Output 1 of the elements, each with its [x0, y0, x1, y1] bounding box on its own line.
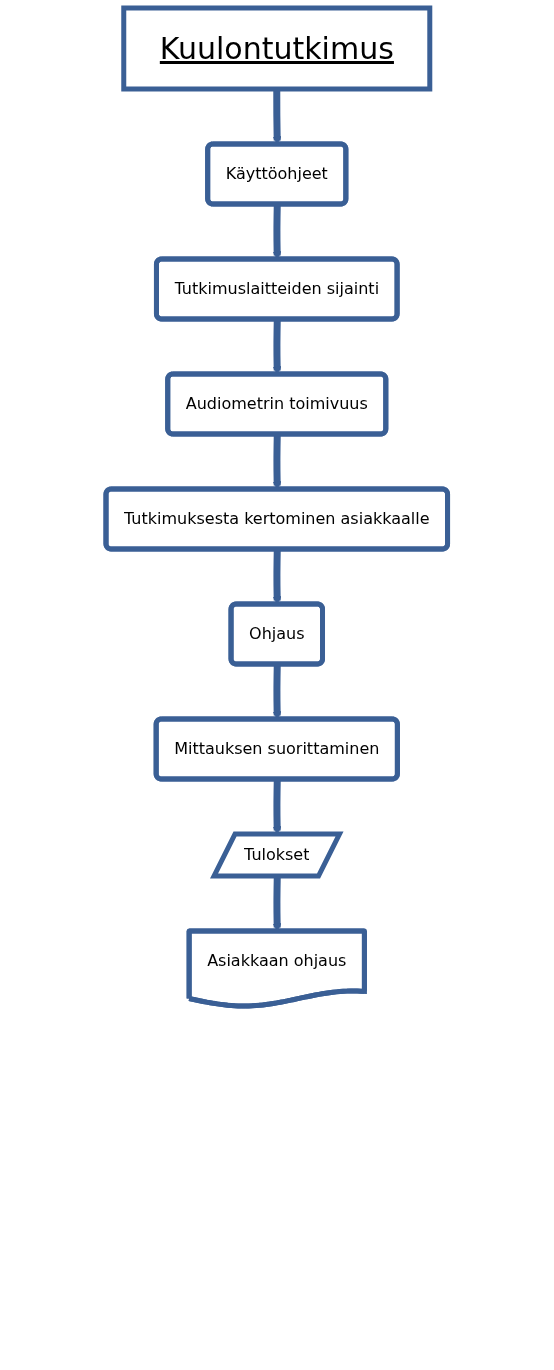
- node-box: Kuulontutkimus: [121, 5, 433, 92]
